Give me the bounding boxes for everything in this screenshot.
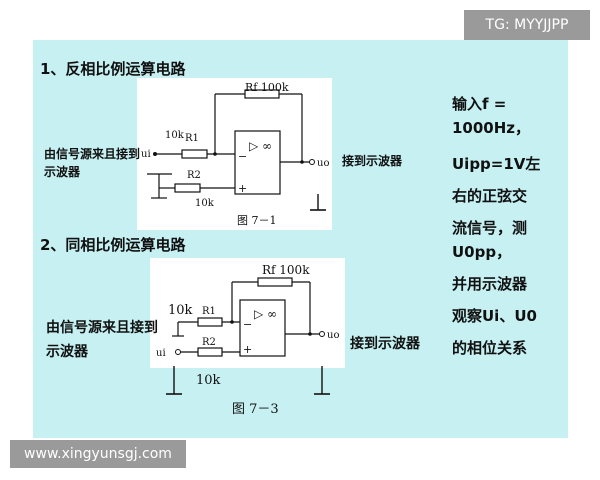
output-node: uo — [317, 158, 329, 169]
figure-caption: 图 7－3 — [232, 402, 279, 417]
instruction-line: 输入f = — [452, 95, 507, 113]
circuit2-panel: Rf 100k 10k R1 R2 ui uo ▷ ∞ − + — [150, 258, 345, 368]
rf-label: Rf 100k — [262, 263, 310, 277]
section1-title: 1、反相比例运算电路 — [40, 60, 186, 78]
instruction-line: 观察Ui、U0 — [452, 307, 537, 325]
watermark-bottom: www.xingyunsgj.com — [10, 440, 186, 468]
instruction-line: 并用示波器 — [452, 275, 528, 293]
source-label: 由信号源来且接到示波器 — [46, 320, 158, 360]
r1-value: 10k — [165, 130, 185, 141]
instruction-line: 流信号，测 — [452, 219, 528, 237]
opamp-plus: + — [238, 182, 247, 195]
r2-value: 10k — [196, 373, 221, 388]
source-label: 由信号源来且接到示波器 — [44, 147, 141, 179]
r2-label: R2 — [187, 170, 201, 181]
opamp-plus: + — [243, 343, 252, 356]
watermark-top: TG: MYYJJPP — [464, 10, 590, 40]
rf-label: Rf 100k — [245, 81, 289, 94]
r1-label: R1 — [185, 133, 199, 144]
ground-symbol — [166, 366, 182, 395]
instruction-line: 的相位关系 — [452, 339, 528, 357]
instruction-line: 右的正弦交 — [452, 187, 528, 205]
figure-caption: 图 7－1 — [237, 214, 277, 227]
section2-title: 2、同相比例运算电路 — [40, 236, 186, 254]
opamp-minus: − — [238, 150, 247, 163]
ground-symbol — [314, 366, 330, 395]
output-label: 接到示波器 — [350, 336, 420, 352]
output-label: 接到示波器 — [342, 154, 403, 168]
instruction-line: U0pp， — [452, 243, 512, 261]
opamp-symbol: ▷ ∞ — [249, 139, 272, 153]
circuit2-diagram: Rf 100k 10k R1 R2 ui uo ▷ ∞ − + — [156, 263, 339, 359]
input-label: ui — [156, 348, 166, 359]
instruction-text: 输入f = 1000Hz， Uipp=1V左 右的正弦交 流信号，测 U0pp，… — [452, 92, 570, 360]
circuit1-diagram: Rf 100k 10k R1 R2 10k ui uo ▷ ∞ − + 图 7－… — [141, 81, 329, 227]
ground-symbol — [310, 194, 326, 211]
opamp-minus: − — [243, 318, 252, 331]
instruction-line: 1000Hz， — [452, 119, 531, 137]
opamp-symbol: ▷ ∞ — [254, 307, 277, 321]
r2-value: 10k — [195, 198, 215, 209]
circuit1-panel: Rf 100k 10k R1 R2 10k ui uo ▷ ∞ − + 图 7－… — [137, 78, 332, 230]
input-label: ui — [141, 149, 151, 160]
output-node: uo — [327, 330, 339, 341]
instruction-line: Uipp=1V左 — [452, 155, 541, 173]
r2-label: R2 — [202, 337, 216, 348]
r1-label: R1 — [202, 306, 216, 317]
r1-value: 10k — [168, 303, 193, 318]
